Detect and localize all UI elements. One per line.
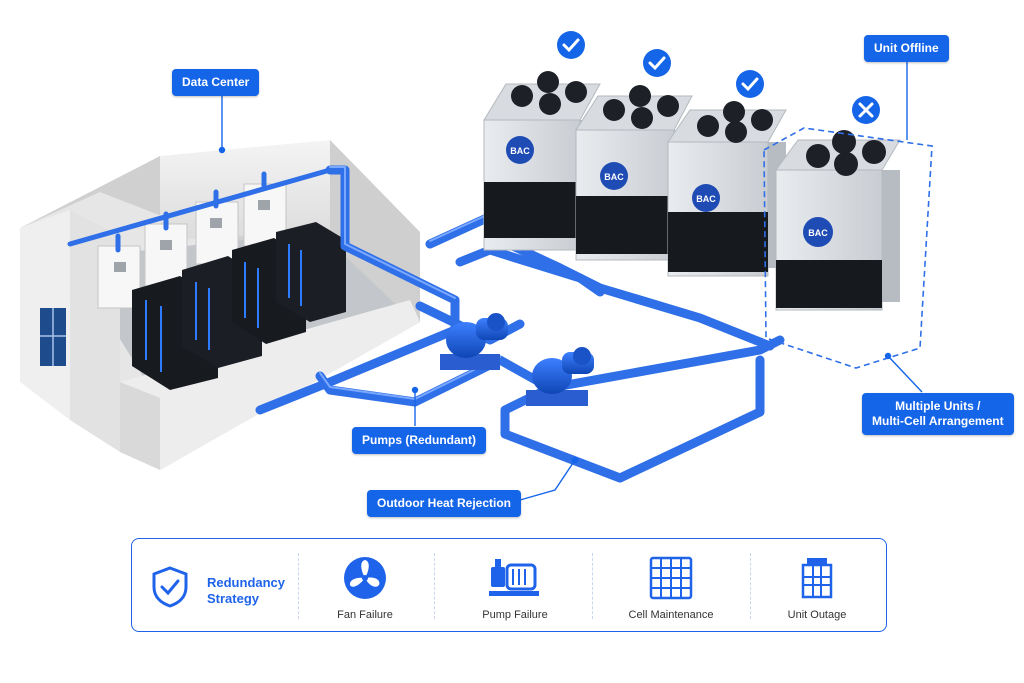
legend-label: Pump Failure bbox=[482, 609, 548, 621]
callout-line: Multiple Units / bbox=[895, 399, 981, 413]
data-center-room bbox=[20, 140, 420, 470]
callout-multiple-units: Multiple Units / Multi-Cell Arrangement bbox=[862, 393, 1014, 435]
legend-label: Cell Maintenance bbox=[628, 609, 714, 621]
cell-icon bbox=[649, 556, 693, 600]
callout-pumps: Pumps (Redundant) bbox=[352, 427, 486, 454]
tower-3: BAC bbox=[667, 101, 787, 277]
tower-icon bbox=[801, 558, 833, 599]
callout-outdoor-heat-rejection: Outdoor Heat Rejection bbox=[367, 490, 522, 517]
status-check-icon bbox=[557, 31, 585, 59]
legend-title-line: Redundancy bbox=[207, 575, 286, 590]
status-x-icon bbox=[852, 96, 880, 124]
divider bbox=[750, 553, 751, 619]
system-diagram: BAC BAC BAC BAC bbox=[20, 31, 933, 501]
brand-logo: BAC bbox=[510, 146, 530, 156]
divider bbox=[298, 553, 299, 619]
legend-item-pump-failure: Pump Failure bbox=[450, 555, 580, 621]
divider bbox=[434, 553, 435, 619]
fan-icon bbox=[344, 557, 386, 599]
crah-units bbox=[97, 183, 287, 309]
legend-label: Fan Failure bbox=[337, 609, 393, 621]
brand-logo: BAC bbox=[604, 172, 624, 182]
callout-data-center: Data Center bbox=[172, 69, 260, 96]
legend-item-fan-failure: Fan Failure bbox=[300, 555, 430, 621]
leader-lines bbox=[218, 56, 923, 501]
legend-label: Unit Outage bbox=[787, 609, 847, 621]
brand-logo: BAC bbox=[696, 194, 716, 204]
status-check-icon bbox=[736, 70, 764, 98]
tower-2: BAC bbox=[575, 85, 693, 261]
callout-unit-offline: Unit Offline bbox=[864, 35, 949, 62]
legend-item-unit-outage: Unit Outage bbox=[752, 555, 882, 621]
shield-check-icon bbox=[152, 566, 188, 608]
pump-2 bbox=[526, 347, 594, 406]
pump-icon bbox=[489, 559, 539, 596]
legend-title: Redundancy Strategy bbox=[207, 575, 307, 607]
offline-boundary bbox=[763, 127, 933, 369]
tower-4-offline: BAC bbox=[763, 127, 933, 369]
brand-logo: BAC bbox=[808, 228, 828, 238]
legend-item-cell-maintenance: Cell Maintenance bbox=[606, 555, 736, 621]
callout-line: Multi-Cell Arrangement bbox=[872, 414, 1004, 428]
pump-1 bbox=[440, 313, 508, 370]
divider bbox=[592, 553, 593, 619]
legend-title-line: Strategy bbox=[207, 591, 260, 606]
redundancy-legend: Redundancy Strategy Fan Failure Pump Fai… bbox=[131, 538, 887, 632]
status-check-icon bbox=[643, 49, 671, 77]
server-racks bbox=[132, 222, 346, 390]
